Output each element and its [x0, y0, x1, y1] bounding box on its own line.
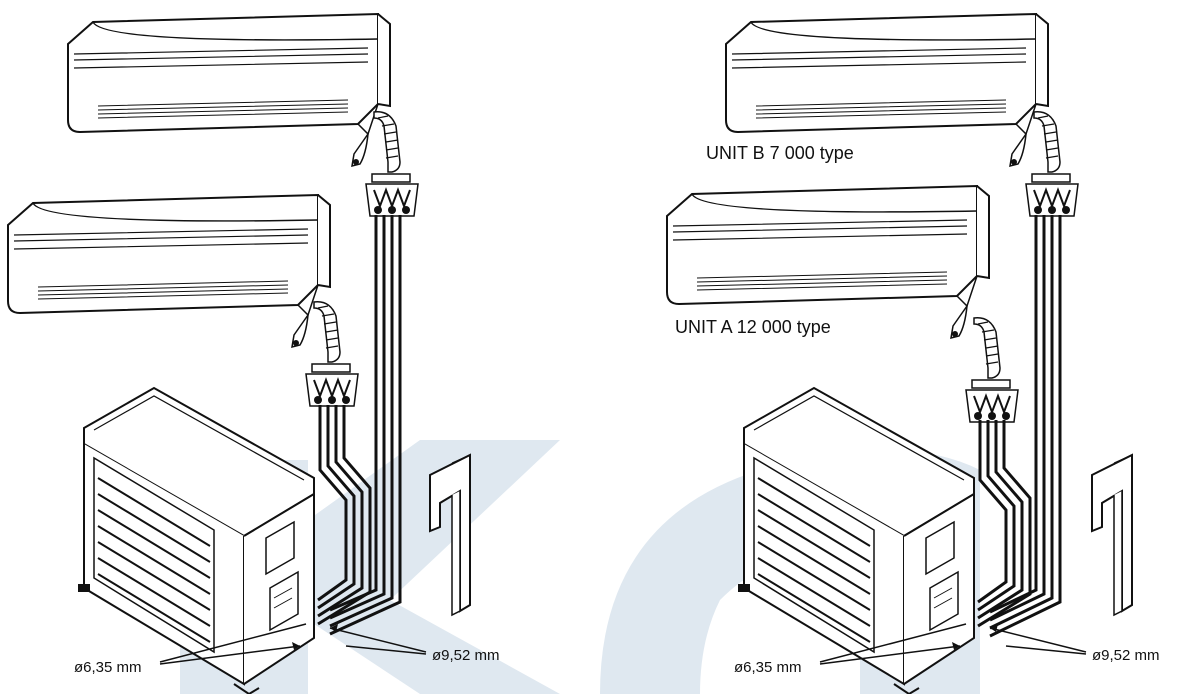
indoor-unit-lower: [7, 194, 331, 348]
right-diagram: [666, 13, 1133, 695]
hose-lower: [305, 300, 359, 407]
indoor-unit-a: [666, 185, 990, 339]
hose-a: [965, 316, 1019, 423]
service-panel: [1091, 454, 1133, 616]
unit-a-label: UNIT A 12 000 type: [675, 317, 831, 337]
left-large-pipe-label: ø9,52 mm: [432, 647, 500, 664]
left-diagram: [7, 13, 471, 695]
right-large-pipe-label: ø9,52 mm: [1092, 647, 1160, 664]
indoor-unit-upper: [67, 13, 391, 167]
hose-upper: [365, 110, 419, 217]
left-small-pipe-label: ø6,35 mm: [74, 659, 142, 676]
hose-b: [1025, 110, 1079, 217]
right-small-pipe-label: ø6,35 mm: [734, 659, 802, 676]
unit-b-label: UNIT B 7 000 type: [706, 143, 854, 163]
